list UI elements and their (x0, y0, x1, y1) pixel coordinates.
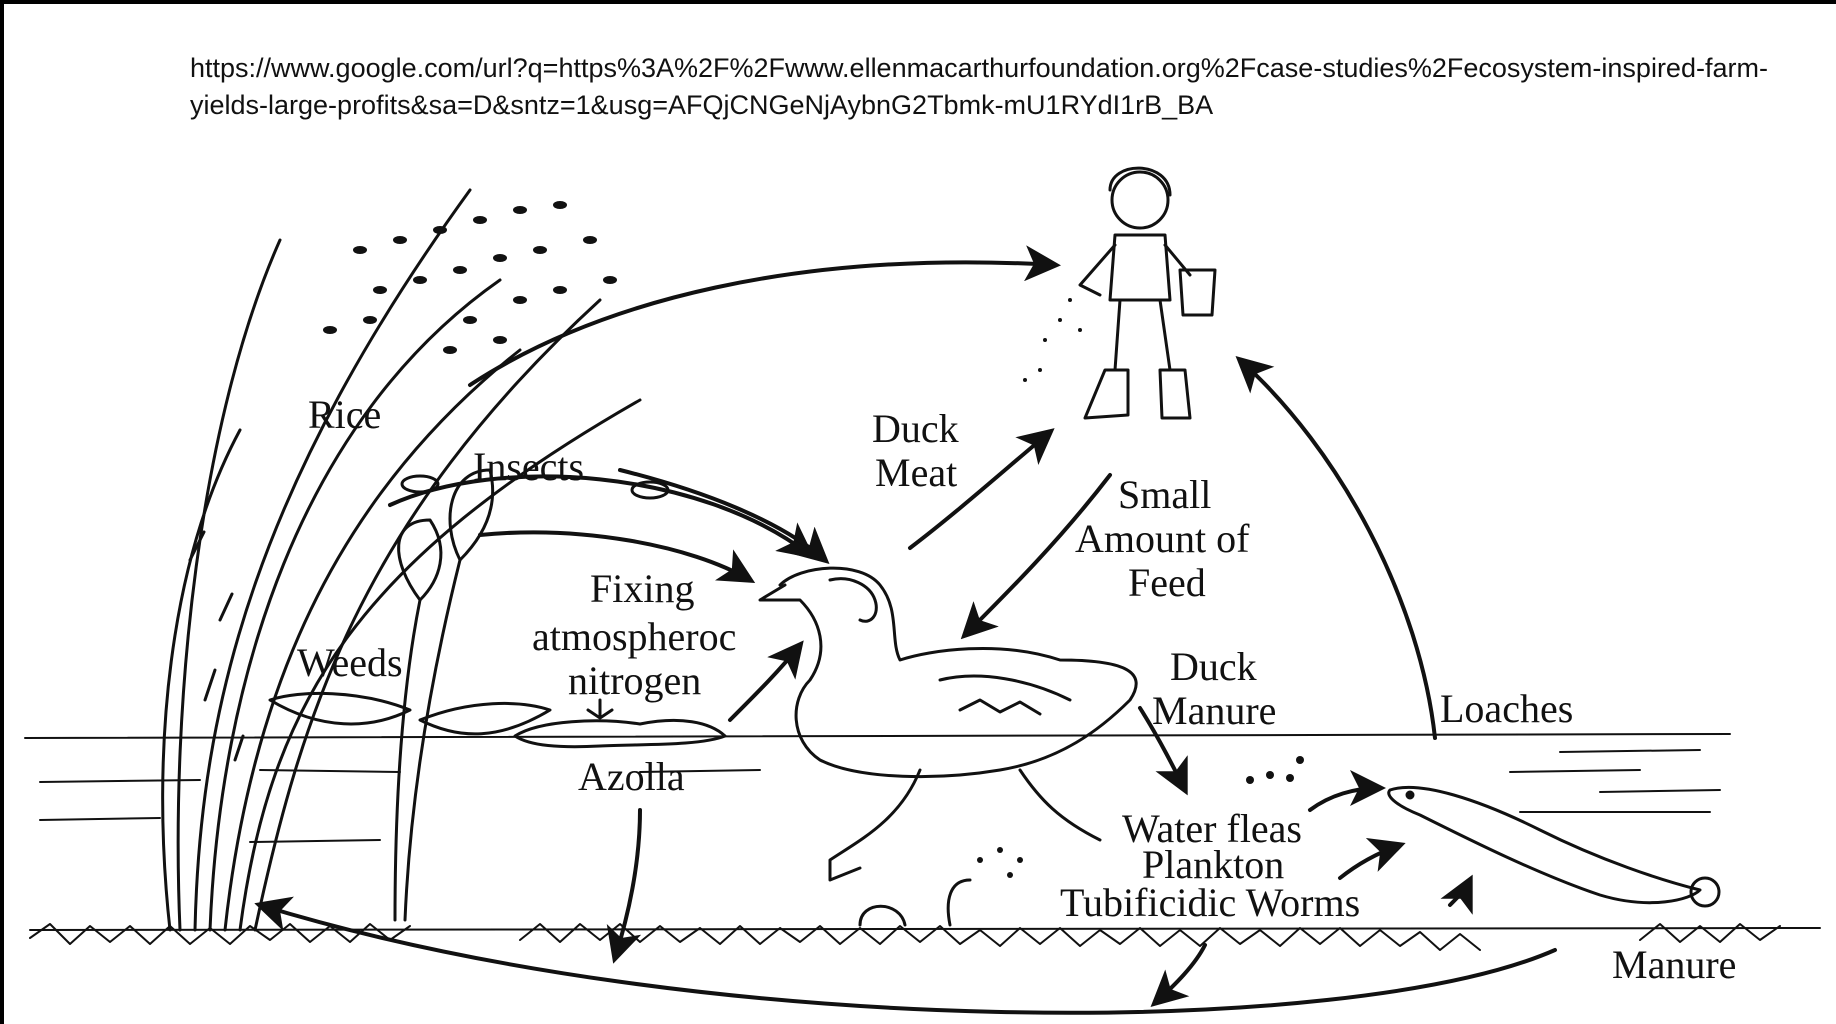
label-insects: Insects (473, 444, 584, 489)
source-url-text: https://www.google.com/url?q=https%3A%2F… (190, 53, 1768, 120)
arrow-feed-to-duck (960, 473, 1112, 640)
arrow-worms-to-loach (1440, 874, 1473, 915)
label-manure: Manure (1612, 942, 1736, 987)
arrow-azolla-to-duck (728, 640, 804, 722)
plankton-illustration (977, 756, 1304, 878)
label-water-fleas: Water fleas (1122, 806, 1302, 851)
water-lines (24, 733, 1731, 843)
label-duck-meat-line1: Duck (872, 406, 959, 451)
label-duck-meat-line2: Meat (875, 450, 957, 495)
girl-feeding-ducks-illustration (1078, 166, 1217, 420)
label-tubificidic-worms: Tubificidic Worms (1060, 880, 1360, 925)
label-weeds: Weeds (297, 640, 403, 685)
arrow-loaches-to-human (1235, 355, 1437, 740)
worm-illustration (858, 878, 972, 927)
arrow-insects-to-duck (388, 474, 815, 559)
label-fixing-line1: Fixing (590, 566, 694, 611)
arrow-azolla-to-soil (606, 808, 642, 964)
label-rice: Rice (308, 392, 381, 437)
rice-plant-illustration (161, 188, 642, 932)
arrow-manure-to-water-fleas (1138, 706, 1188, 796)
label-plankton: Plankton (1142, 842, 1284, 887)
label-duck-manure-line1: Duck (1170, 644, 1257, 689)
label-feed-line2: Amount of (1075, 516, 1250, 561)
arrow-plankton-to-loach (1338, 837, 1406, 880)
arrow-worms-to-soil (1150, 943, 1207, 1008)
label-duck-manure-line2: Manure (1152, 688, 1276, 733)
label-fixing-line2: atmospheroc (532, 614, 736, 659)
label-loaches: Loaches (1440, 686, 1573, 731)
loach-illustration (1387, 785, 1721, 908)
label-azolla: Azolla (578, 754, 685, 799)
arrow-manure-to-rice (254, 896, 1557, 1015)
arrow-duck-meat-to-human (908, 428, 1055, 550)
arrow-rice-to-human (468, 245, 1061, 387)
weeds-illustration (268, 468, 552, 922)
flow-arrows (254, 245, 1557, 1015)
duck-illustration (758, 566, 1138, 882)
arrow-weeds-to-duck (478, 530, 756, 584)
label-feed-line1: Small (1118, 472, 1211, 517)
arrow-water-fleas-to-loach (1308, 770, 1386, 812)
label-feed-line3: Feed (1128, 560, 1206, 605)
soil-layer (29, 923, 1821, 951)
diagram-labels: Rice Insects Weeds Fixing atmospheroc ni… (297, 392, 1736, 987)
feed-scatter (1023, 298, 1082, 382)
azolla-illustration (513, 698, 727, 749)
arrow-insects-top-to-duck (618, 468, 830, 564)
rice-grains (323, 201, 617, 354)
label-fixing-line3: nitrogen (568, 658, 701, 703)
